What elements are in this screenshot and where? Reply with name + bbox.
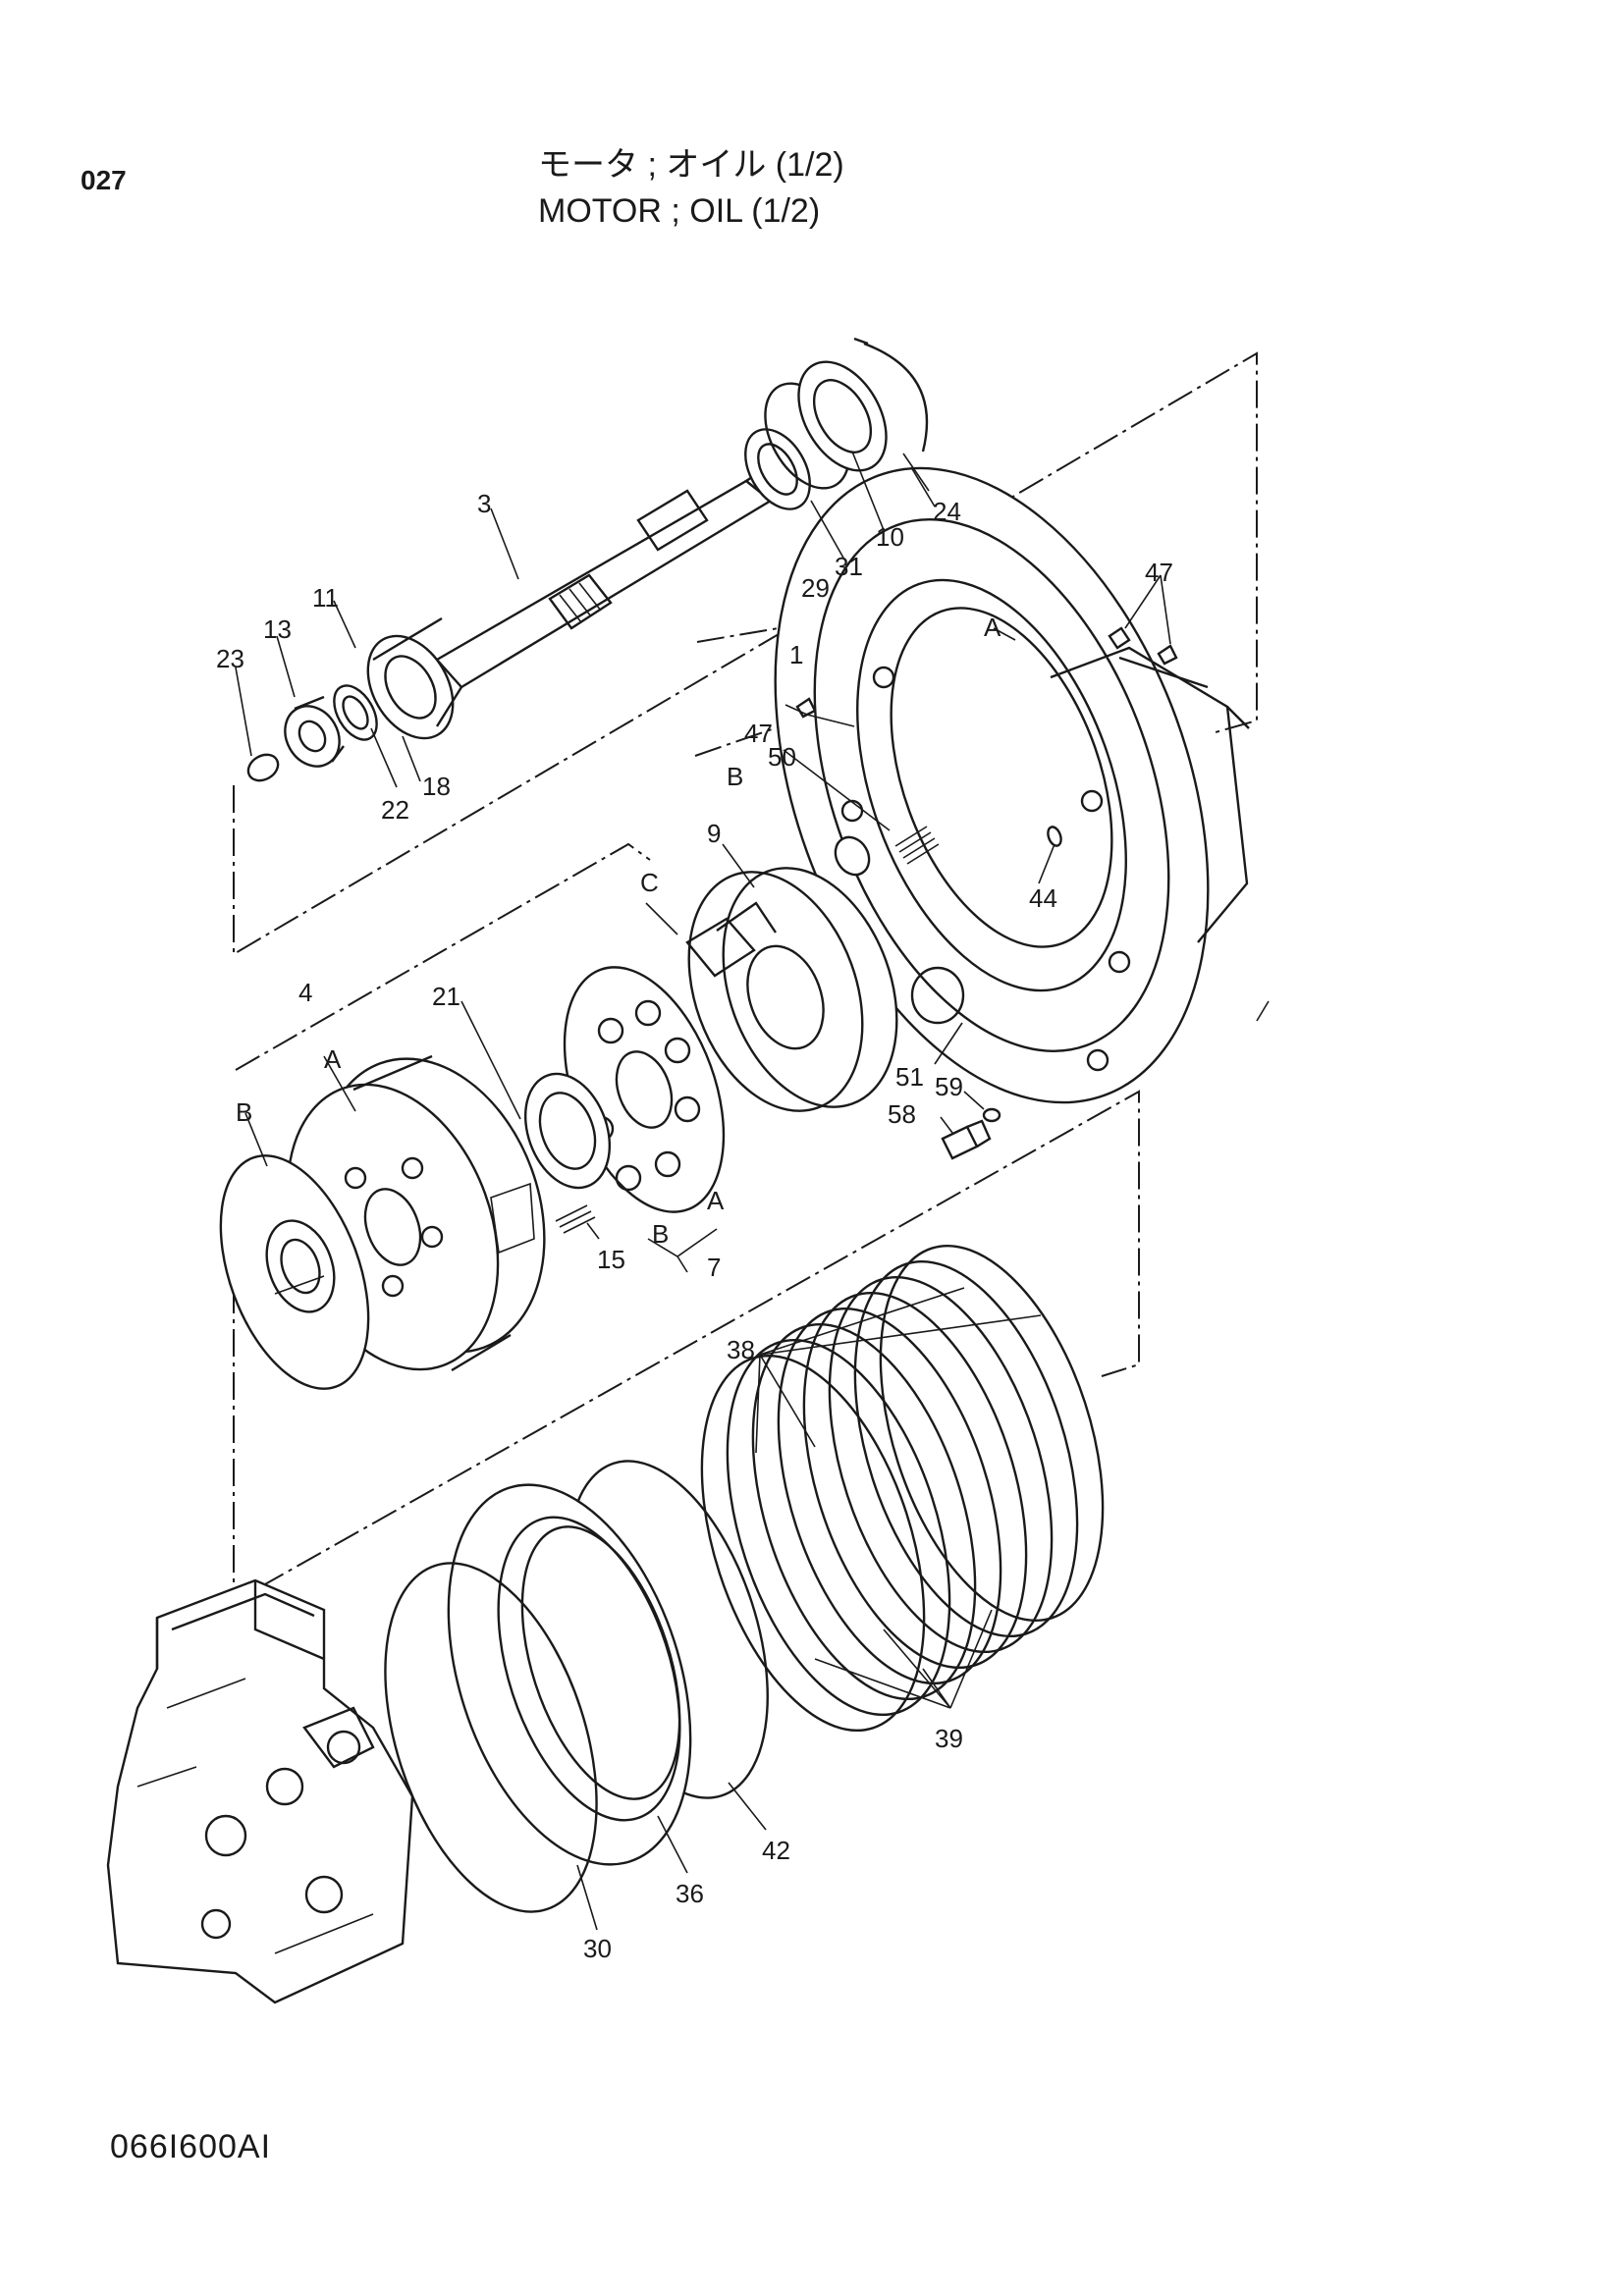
o-ring-59 <box>982 1107 1001 1123</box>
spherical-bush-21 <box>523 1072 612 1190</box>
callout-42: 42 <box>762 1836 790 1865</box>
callout-9: 9 <box>707 819 721 848</box>
ring-22 <box>333 684 378 741</box>
callout-44: 44 <box>1029 883 1057 913</box>
plugs-47 <box>795 626 1178 719</box>
brake-discs <box>700 1244 1105 1733</box>
plug-58 <box>941 1119 992 1160</box>
callout-23: 23 <box>216 644 244 673</box>
callout-1: 1 <box>789 640 803 669</box>
callout-47-side: 47 <box>744 719 773 748</box>
o-ring-51 <box>910 966 965 1025</box>
callout-39: 39 <box>935 1724 963 1753</box>
valve-plate-9 <box>685 867 898 1112</box>
ref-b-housing: B <box>727 762 743 791</box>
frame-valve-group <box>235 842 651 1071</box>
leader-lines <box>235 451 1270 1931</box>
callout-22: 22 <box>381 795 409 825</box>
callout-24: 24 <box>933 497 961 526</box>
spring-15 <box>555 1204 596 1234</box>
callout-29: 29 <box>801 573 830 603</box>
callout-59: 59 <box>935 1072 963 1101</box>
ref-a-housing: A <box>984 613 1001 642</box>
callout-18: 18 <box>422 772 451 801</box>
callout-31: 31 <box>835 552 863 581</box>
brake-piston-36 <box>447 1483 692 1866</box>
callout-7: 7 <box>707 1253 721 1282</box>
callout-58: 58 <box>888 1099 916 1129</box>
spring-50 <box>894 826 940 865</box>
callout-47-top: 47 <box>1145 558 1173 587</box>
bearing-11 <box>366 616 463 740</box>
port-plate <box>219 1154 370 1390</box>
callout-10: 10 <box>876 522 904 552</box>
ref-c: C <box>640 868 659 897</box>
ref-b-retainer: B <box>652 1219 669 1249</box>
shaft-end-seals <box>744 337 929 510</box>
plug-44 <box>1047 826 1062 847</box>
ref-a-block: A <box>324 1044 342 1074</box>
callout-38: 38 <box>727 1335 755 1364</box>
frame-shaft-group <box>233 351 1258 956</box>
callout-50: 50 <box>768 742 796 772</box>
motor-housing <box>774 466 1250 1104</box>
callout-51: 51 <box>895 1062 924 1092</box>
o-ring-30 <box>384 1562 598 1913</box>
callout-36: 36 <box>676 1879 704 1908</box>
callout-13: 13 <box>263 614 292 644</box>
page-title-japanese: モータ ; オイル (1/2) <box>538 146 844 184</box>
pin-c-shaft <box>834 835 871 877</box>
ref-b-port: B <box>236 1097 252 1127</box>
callout-11: 11 <box>312 583 339 613</box>
callout-21: 21 <box>432 982 460 1011</box>
callout-4: 4 <box>298 978 312 1007</box>
valve-casing <box>106 1578 414 2004</box>
snap-ring-23 <box>246 753 280 782</box>
frame-lower-group <box>233 1090 1140 1604</box>
drawing-code: 066I600AI <box>110 2128 272 2165</box>
callout-15: 15 <box>597 1245 625 1274</box>
callout-30: 30 <box>583 1934 612 1963</box>
callout-3: 3 <box>477 489 491 518</box>
ref-a-retainer: A <box>707 1186 725 1215</box>
page-title-english: MOTOR ; OIL (1/2) <box>538 192 821 230</box>
collar-13 <box>284 695 345 768</box>
page-number: 027 <box>81 165 127 195</box>
